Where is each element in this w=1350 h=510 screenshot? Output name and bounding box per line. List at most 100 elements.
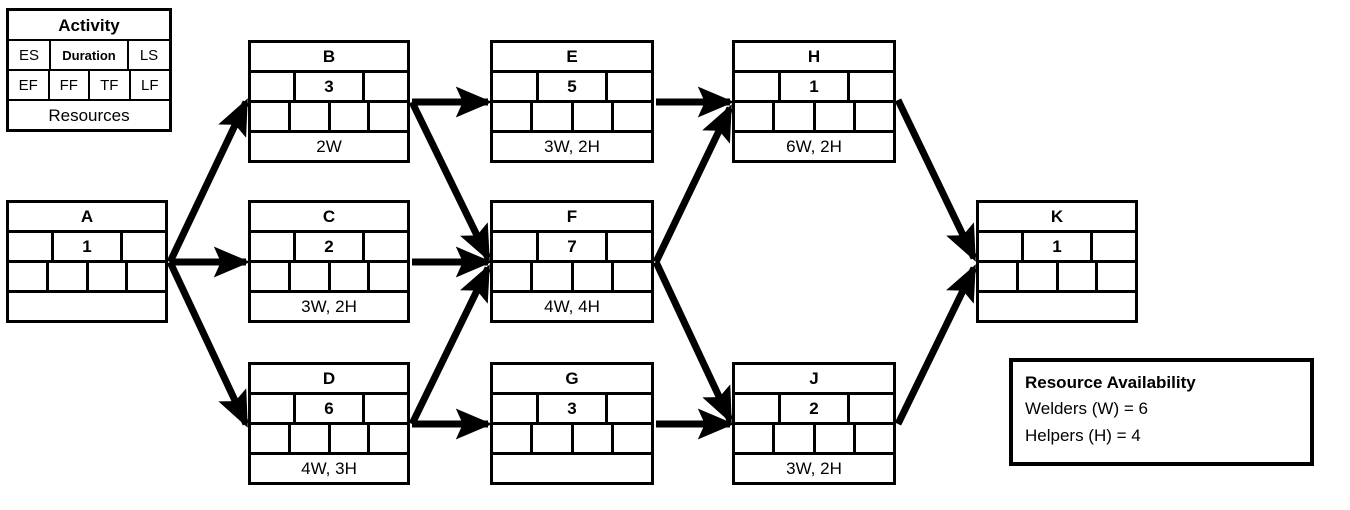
edge-h-to-k xyxy=(894,98,978,262)
legend-cell-es: ES xyxy=(9,41,51,69)
node-resources: 2W xyxy=(316,137,342,156)
node-cell-ls[interactable] xyxy=(850,395,893,422)
node-cell-es[interactable] xyxy=(251,73,297,100)
node-cell-tf[interactable] xyxy=(331,263,371,290)
node-cell-ef[interactable] xyxy=(735,425,776,452)
node-cell-duration: 6 xyxy=(296,395,365,422)
node-es-duration-ls-row: 2 xyxy=(251,233,407,263)
node-cell-lf[interactable] xyxy=(856,103,893,130)
node-cell-ef[interactable] xyxy=(493,425,534,452)
node-cell-ef[interactable] xyxy=(979,263,1019,290)
node-resources: 3W, 2H xyxy=(786,459,842,478)
legend-cell-lf: LF xyxy=(140,76,159,94)
node-cell-ff[interactable] xyxy=(775,103,816,130)
node-cell-tf[interactable] xyxy=(1059,263,1099,290)
node-cell-ls[interactable] xyxy=(123,233,165,260)
node-name-row: B xyxy=(251,43,407,73)
node-es-duration-ls-row: 1 xyxy=(9,233,165,263)
edge-a-to-b xyxy=(166,98,250,264)
node-cell-ff[interactable] xyxy=(533,103,574,130)
node-es-duration-ls-row: 7 xyxy=(493,233,651,263)
node-cell-es[interactable] xyxy=(735,73,781,100)
node-cell-ef[interactable] xyxy=(493,263,534,290)
node-cell-ef[interactable] xyxy=(251,425,291,452)
node-cell-es[interactable] xyxy=(735,395,781,422)
node-cell-ef[interactable] xyxy=(251,103,291,130)
node-cell-ff[interactable] xyxy=(533,263,574,290)
node-cell-ff[interactable] xyxy=(49,263,89,290)
node-cell-ls[interactable] xyxy=(1093,233,1135,260)
node-cell-ef[interactable] xyxy=(493,103,534,130)
node-resources: 4W, 3H xyxy=(301,459,357,478)
node-cell-lf[interactable] xyxy=(128,263,165,290)
node-name: H xyxy=(807,47,821,66)
legend-cell-ff: FF xyxy=(50,71,90,99)
node-cell-lf[interactable] xyxy=(1098,263,1135,290)
node-cell-es[interactable] xyxy=(493,233,539,260)
node-cell-lf[interactable] xyxy=(856,425,893,452)
node-cell-ef[interactable] xyxy=(735,103,776,130)
node-cell-ff[interactable] xyxy=(775,425,816,452)
node-cell-lf[interactable] xyxy=(370,425,407,452)
node-cell-lf[interactable] xyxy=(370,263,407,290)
node-cell-tf[interactable] xyxy=(574,263,614,290)
node-name-row: F xyxy=(493,203,651,233)
node-cell-tf[interactable] xyxy=(89,263,129,290)
node-name-row: J xyxy=(735,365,893,395)
node-resources-row: 3W, 2H xyxy=(735,455,893,482)
node-cell-duration: 1 xyxy=(1024,233,1093,260)
node-cell-ls[interactable] xyxy=(850,73,893,100)
node-cell-es[interactable] xyxy=(979,233,1025,260)
node-cell-ls[interactable] xyxy=(608,73,651,100)
node-cell-lf[interactable] xyxy=(614,425,651,452)
node-cell-ls[interactable] xyxy=(365,395,407,422)
node-cell-es[interactable] xyxy=(493,73,539,100)
node-cell-lf[interactable] xyxy=(370,103,407,130)
node-cell-duration: 3 xyxy=(539,395,609,422)
node-cell-ff[interactable] xyxy=(1019,263,1059,290)
node-cell-ef[interactable] xyxy=(251,263,291,290)
resource-availability-title: Resource Availability xyxy=(1025,373,1196,392)
node-cell-lf[interactable] xyxy=(614,103,651,130)
node-cell-tf[interactable] xyxy=(331,103,371,130)
node-cell-ff[interactable] xyxy=(291,263,331,290)
resource-availability-welders: Welders (W) = 6 xyxy=(1025,399,1148,419)
node-cell-ef[interactable] xyxy=(9,263,49,290)
node-cell-ff[interactable] xyxy=(533,425,574,452)
node-cell-tf[interactable] xyxy=(574,103,614,130)
node-cell-ff[interactable] xyxy=(291,103,331,130)
node-cell-duration: 2 xyxy=(296,233,365,260)
node-cell-es[interactable] xyxy=(9,233,55,260)
resource-availability-box: Resource Availability Welders (W) = 6 He… xyxy=(1009,358,1314,466)
node-cell-tf[interactable] xyxy=(331,425,371,452)
node-es-duration-ls-row: 1 xyxy=(979,233,1135,263)
node-cell-tf[interactable] xyxy=(816,425,856,452)
edge-b-to-f xyxy=(408,100,492,262)
node-cell-tf[interactable] xyxy=(574,425,614,452)
node-cell-ls[interactable] xyxy=(365,73,407,100)
node-es-duration-ls-row: 6 xyxy=(251,395,407,425)
node-cell-tf[interactable] xyxy=(816,103,856,130)
node-cell-es[interactable] xyxy=(251,233,297,260)
node-cell-ls[interactable] xyxy=(365,233,407,260)
node-cell-ls[interactable] xyxy=(608,395,651,422)
node-cell-duration: 3 xyxy=(296,73,365,100)
node-cell-lf[interactable] xyxy=(614,263,651,290)
node-cell-es[interactable] xyxy=(493,395,539,422)
legend-cell-ls: LS xyxy=(139,46,159,64)
node-cell-duration: 5 xyxy=(539,73,609,100)
node-cell-ls[interactable] xyxy=(608,233,651,260)
node-cell-es[interactable] xyxy=(251,395,297,422)
node-cell-ff[interactable] xyxy=(291,425,331,452)
legend-row-ef-ff-tf-lf: EF FF TF LF xyxy=(9,71,169,101)
